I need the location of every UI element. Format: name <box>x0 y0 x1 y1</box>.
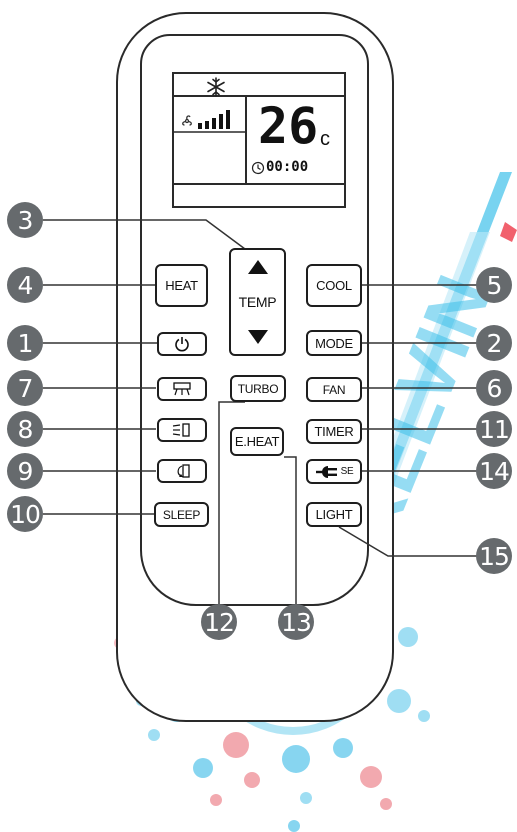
eheat-button[interactable]: E.HEAT <box>230 427 284 456</box>
callout-badge: 1 <box>7 325 43 361</box>
clock-icon <box>251 161 265 175</box>
callout-badge: 2 <box>476 325 512 361</box>
lcd-display <box>172 72 346 208</box>
swing-icon <box>173 382 191 396</box>
temp-label: TEMP <box>238 294 277 310</box>
remote-body <box>116 12 394 722</box>
callout-badge: 8 <box>7 411 43 447</box>
temperature-readout: 26 <box>258 97 319 155</box>
up-arrow-icon[interactable] <box>247 260 268 274</box>
fan-speed-bars <box>198 110 230 129</box>
callout-badge: 13 <box>278 604 314 640</box>
swing-button[interactable] <box>157 377 207 401</box>
sleep-button[interactable]: SLEEP <box>154 502 209 527</box>
callout-badge: 3 <box>7 202 43 238</box>
callout-badge: 6 <box>476 370 512 406</box>
callout-badge: 12 <box>201 604 237 640</box>
heat-button[interactable]: HEAT <box>155 264 208 307</box>
light-button[interactable]: LIGHT <box>306 502 362 527</box>
plug-icon <box>315 465 337 478</box>
callout-badge: 9 <box>7 453 43 489</box>
down-arrow-icon[interactable] <box>247 330 268 344</box>
temperature-unit: c <box>320 128 330 150</box>
vertical-swing-button[interactable] <box>157 418 207 442</box>
timer-button[interactable]: TIMER <box>306 419 362 444</box>
mode-button[interactable]: MODE <box>306 330 362 356</box>
save-energy-label: SE <box>340 466 354 477</box>
callout-badge: 10 <box>7 496 43 532</box>
power-button[interactable] <box>157 332 207 356</box>
fan-button[interactable]: FAN <box>306 377 362 402</box>
callout-badge: 4 <box>7 267 43 303</box>
button-panel <box>140 34 369 606</box>
lcd-dividers <box>172 95 346 185</box>
snowflake-icon <box>207 77 225 97</box>
air-direction-icon <box>177 464 190 478</box>
callout-badge: 15 <box>476 538 512 574</box>
vertical-swing-icon <box>172 423 190 437</box>
air-direction-button[interactable] <box>157 459 207 483</box>
callout-badge: 7 <box>7 370 43 406</box>
callout-badge: 5 <box>476 267 512 303</box>
callout-badge: 11 <box>476 411 512 447</box>
timer-readout: 00:00 <box>266 159 309 175</box>
fan-icon <box>182 115 192 126</box>
save-energy-button[interactable]: SE <box>306 459 362 484</box>
cool-button[interactable]: COOL <box>306 264 362 307</box>
turbo-button[interactable]: TURBO <box>230 375 286 402</box>
power-icon <box>175 337 189 352</box>
callout-badge: 14 <box>476 453 512 489</box>
temp-button[interactable]: TEMP <box>229 248 286 356</box>
